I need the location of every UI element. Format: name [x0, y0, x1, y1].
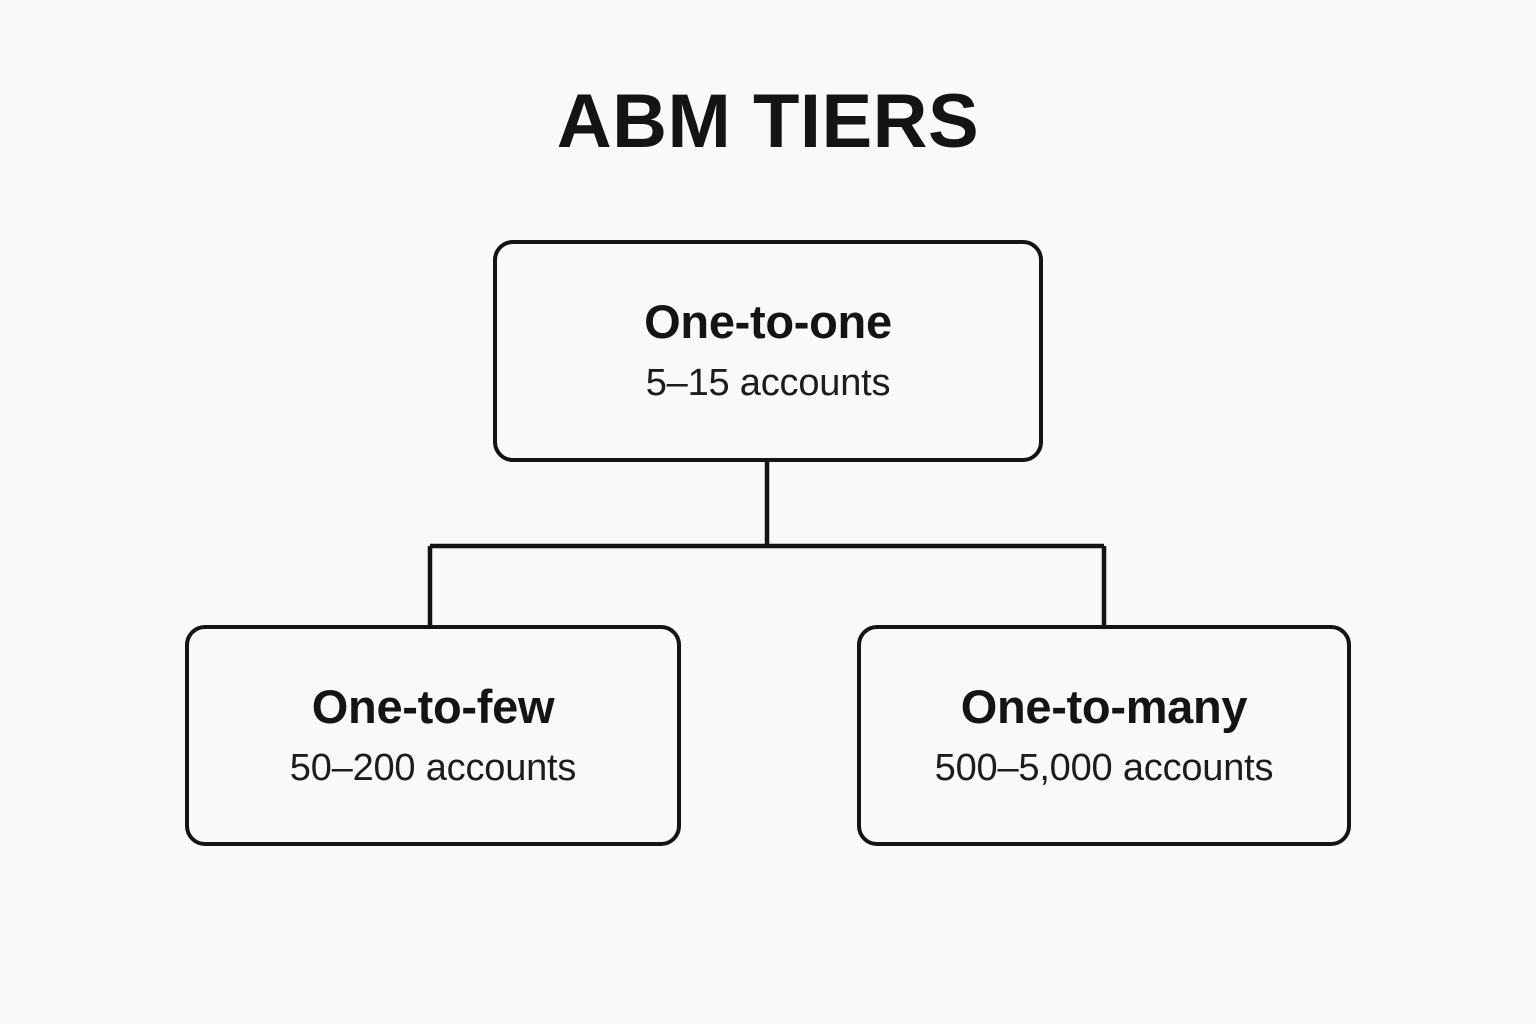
node-root-one-to-one[interactable]: One-to-one 5–15 accounts — [493, 240, 1043, 462]
page-title: ABM TIERS — [556, 79, 980, 164]
node-child-right-label: One-to-many — [960, 679, 1248, 733]
node-child-one-to-many[interactable]: One-to-many 500–5,000 accounts — [857, 625, 1351, 846]
node-child-left-detail: 50–200 accounts — [289, 746, 577, 789]
node-child-one-to-few[interactable]: One-to-few 50–200 accounts — [185, 625, 681, 846]
node-root-label: One-to-one — [644, 295, 892, 349]
node-child-right-detail: 500–5,000 accounts — [934, 746, 1274, 789]
node-child-left-label: One-to-few — [311, 679, 555, 733]
node-root-detail: 5–15 accounts — [645, 362, 891, 404]
